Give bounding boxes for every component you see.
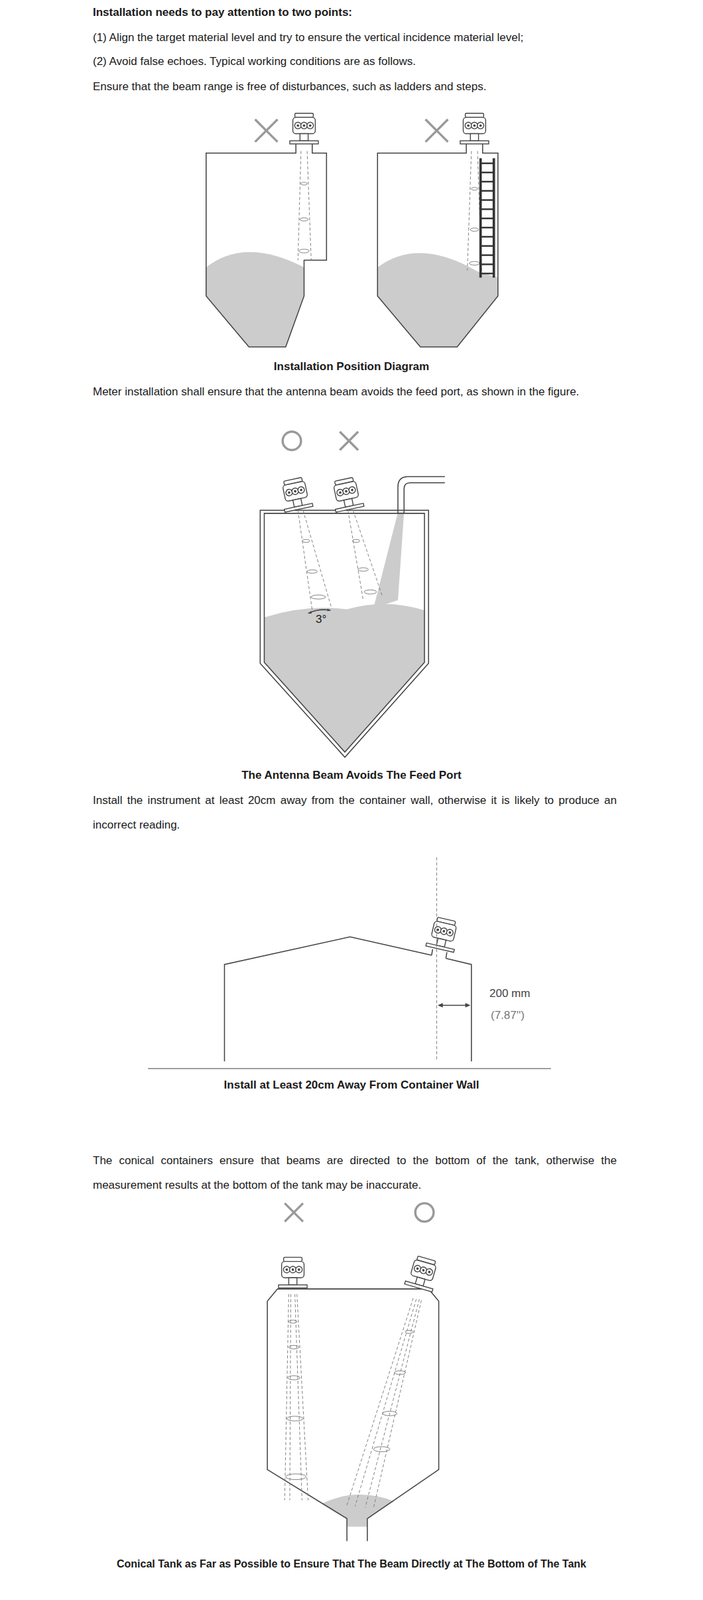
tank-feed-port	[259, 431, 445, 758]
figure-caption: Install at Least 20cm Away From Containe…	[0, 1072, 703, 1097]
body-text: Install the instrument at least 20cm awa…	[92, 787, 617, 837]
conical-tank	[267, 1203, 441, 1541]
point-one: (1) Align the target material level and …	[92, 25, 617, 50]
figure-caption: Conical Tank as Far as Possible to Ensur…	[0, 1551, 703, 1576]
tank-wall-distance	[147, 856, 552, 1068]
point-two: (2) Avoid false echoes. Typical working …	[92, 49, 617, 74]
dimension-label: 200 mm	[488, 986, 532, 1001]
ladder-rung	[480, 181, 495, 183]
angle-label: 3°	[314, 612, 328, 627]
tank-step	[206, 113, 327, 347]
figure-caption: The Antenna Beam Avoids The Feed Port	[0, 762, 703, 788]
ladder-rung	[480, 236, 495, 238]
ladder-rung	[480, 208, 495, 210]
figure-caption: Installation Position Diagram	[0, 354, 703, 379]
ladder-rung	[480, 226, 495, 229]
ladder-rung	[480, 198, 495, 201]
body-text: Ensure that the beam range is free of di…	[92, 74, 617, 99]
ladder-rung	[480, 217, 495, 219]
body-text: The conical containers ensure that beams…	[92, 1148, 617, 1198]
ladder-rung	[480, 189, 495, 192]
ladder-rung	[480, 162, 495, 164]
tank-ladder	[377, 113, 499, 347]
body-text: Meter installation shall ensure that the…	[92, 379, 617, 404]
dimension-label: (7.87'')	[489, 1008, 526, 1023]
ladder-rung	[480, 254, 495, 256]
ladder-rung	[480, 263, 495, 265]
ladder-rung	[480, 245, 495, 247]
ladder-rung	[480, 171, 495, 174]
page-heading: Installation needs to pay attention to t…	[92, 0, 617, 25]
ladder-rung	[480, 272, 495, 274]
